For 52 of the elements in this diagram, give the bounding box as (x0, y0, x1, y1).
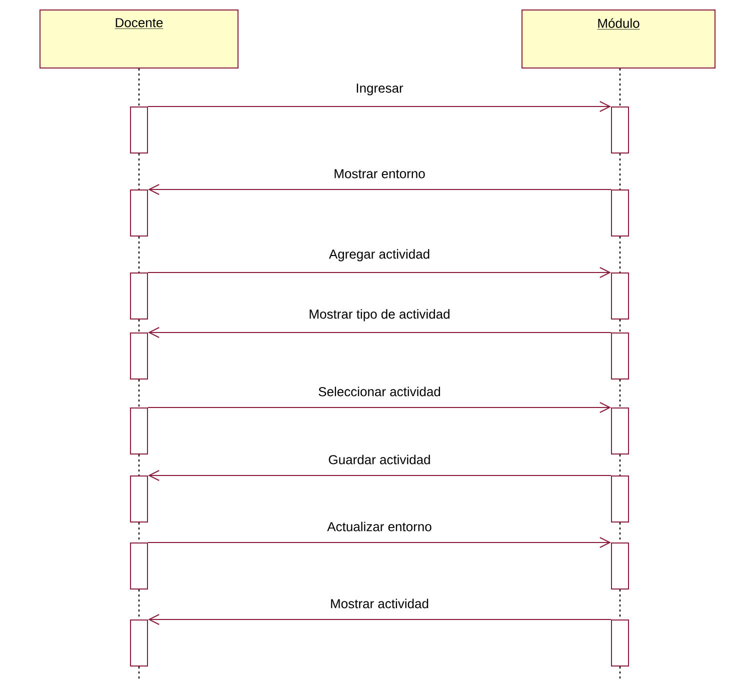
activation-bar (130, 272, 148, 320)
message-label: Seleccionar actividad (317, 386, 442, 398)
lifeline (138, 68, 140, 106)
activation-bar (611, 272, 629, 320)
lifeline (619, 154, 621, 190)
message-arrow (148, 327, 612, 338)
message-label: Actualizar entorno (326, 520, 433, 532)
message-arrow (148, 614, 612, 625)
lifeline (138, 522, 140, 542)
lifeline (619, 590, 621, 620)
lifeline (619, 454, 621, 476)
lifeline (138, 380, 140, 408)
message-arrow (148, 101, 611, 112)
activation-bar (130, 190, 148, 236)
lifeline (619, 522, 621, 542)
activation-bar (611, 332, 629, 380)
message-label: Mostrar tipo de actividad (308, 308, 452, 322)
lifeline (138, 320, 140, 332)
activation-bar (611, 190, 629, 236)
message-arrow (148, 267, 611, 278)
activation-bar (130, 408, 148, 454)
lifeline (619, 68, 621, 106)
activation-bar (130, 106, 148, 154)
message-arrow (148, 402, 611, 413)
message-arrow (148, 470, 612, 481)
activation-bar (130, 476, 148, 522)
activation-bar (130, 332, 148, 380)
lifeline (138, 590, 140, 620)
message-label: Mostrar actividad (329, 598, 430, 610)
message-arrow (148, 184, 612, 195)
lifeline (138, 666, 140, 678)
lifeline (138, 236, 140, 272)
lifeline-head: Módulo (522, 10, 716, 68)
message-label: Ingresar (354, 82, 404, 96)
activation-bar (130, 542, 148, 590)
message-arrow (148, 537, 611, 548)
activation-bar (611, 476, 629, 522)
activation-bar (611, 542, 629, 590)
lifeline (619, 236, 621, 272)
message-label: Agregar actividad (328, 248, 432, 262)
lifeline-head: Docente (40, 10, 238, 68)
activation-bar (611, 408, 629, 454)
lifeline (619, 320, 621, 332)
activation-bar (611, 106, 629, 154)
activation-bar (611, 620, 629, 666)
message-label: Guardar actividad (327, 454, 432, 466)
lifeline (619, 380, 621, 408)
lifeline (138, 154, 140, 190)
lifeline (138, 454, 140, 476)
message-label: Mostrar entorno (332, 168, 426, 180)
activation-bar (130, 620, 148, 666)
lifeline (619, 666, 621, 678)
